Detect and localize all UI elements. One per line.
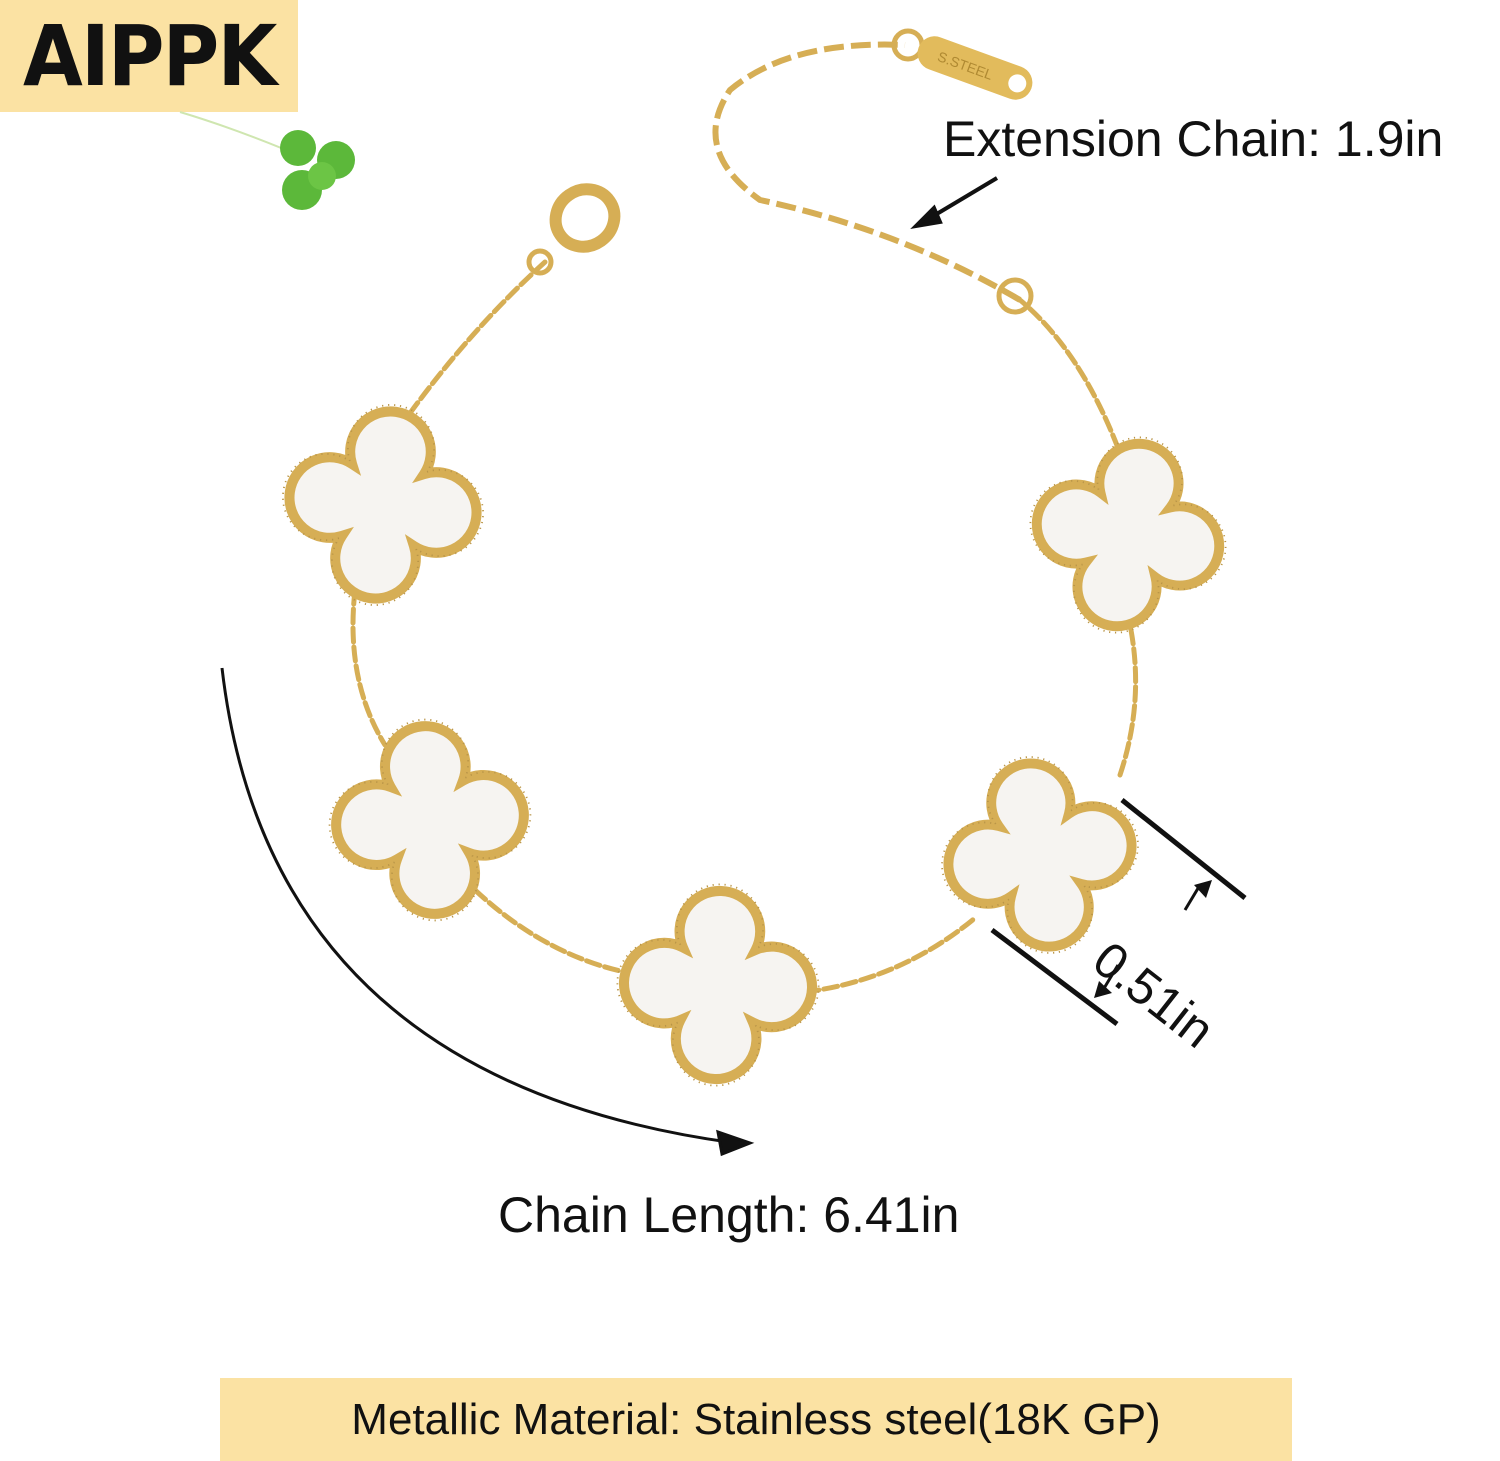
clover-charm (1009, 416, 1247, 654)
chain-length-label: Chain Length: 6.41in (498, 1187, 960, 1243)
extension-arrow (910, 176, 999, 229)
shamrock-icon (179, 111, 355, 210)
clover-charm (320, 710, 540, 930)
clover-size-dimension (990, 798, 1247, 1026)
brand-logo-text: AIPPK (22, 7, 277, 105)
extension-chain (712, 41, 1034, 315)
lobster-clasp (526, 183, 621, 276)
clover-charm (613, 880, 823, 1090)
extension-tag: S.STEEL (891, 28, 1033, 100)
chain-length-arc (220, 667, 755, 1157)
material-banner: Metallic Material: Stainless steel(18K G… (220, 1378, 1292, 1461)
extension-chain-label: Extension Chain: 1.9in (943, 111, 1444, 167)
clover-charm (268, 390, 498, 620)
brand-logo: AIPPK (0, 0, 298, 112)
material-text: Metallic Material: Stainless steel(18K G… (351, 1394, 1161, 1444)
